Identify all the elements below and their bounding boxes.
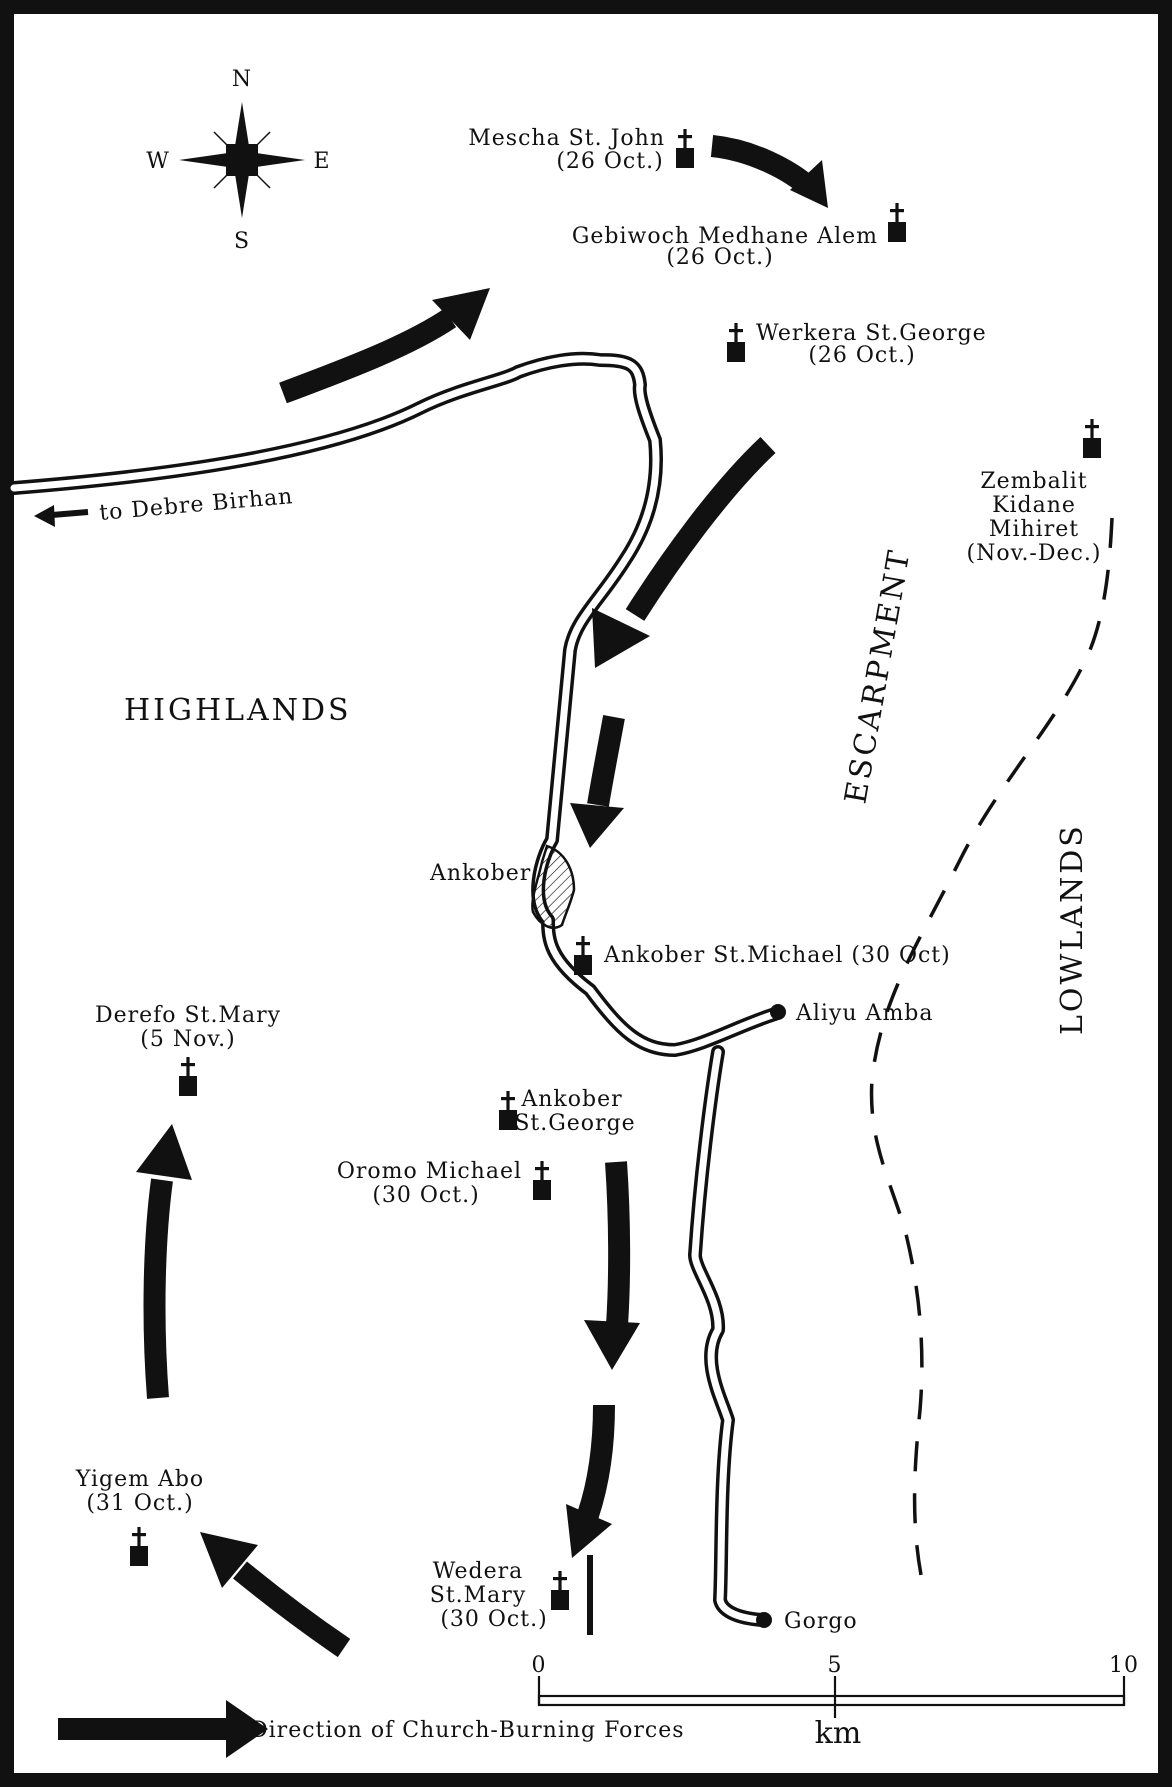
legend-arrow-icon (58, 1700, 268, 1758)
church-icon (888, 203, 906, 242)
scale-tick-10: 10 (1109, 1653, 1139, 1678)
arrow-werkera-south (592, 436, 776, 668)
church-label: St.George (514, 1111, 635, 1136)
church-icon (130, 1527, 148, 1566)
arrow-toward-wedera-1 (584, 1161, 640, 1370)
arrow-toward-wedera-2 (566, 1404, 615, 1558)
church-icon (574, 936, 592, 975)
church-label: Kidane (992, 493, 1076, 518)
to-debre-birhan-pointer (34, 505, 89, 527)
church-label: Mescha St. John (468, 126, 665, 151)
arrow-debre-birhan-to-north (279, 288, 490, 404)
compass-rose: N S E W (146, 67, 330, 254)
church-date: (Nov.-Dec.) (967, 541, 1102, 566)
church-date: (5 Nov.) (140, 1027, 235, 1052)
lowlands-label: LOWLANDS (1055, 823, 1090, 1035)
ankober-label: Ankober (429, 861, 531, 886)
arrow-yigem-to-derefo (136, 1124, 192, 1399)
legend-label: Direction of Church-Burning Forces (250, 1718, 685, 1743)
church-label: Yigem Abo (75, 1467, 204, 1492)
church-date: (31 Oct.) (86, 1491, 193, 1516)
church-label: Ankober St.Michael (30 Oct) (603, 943, 951, 968)
church-label: Ankober (520, 1087, 622, 1112)
church-label: Mihiret (989, 517, 1079, 542)
ankober-town-area (531, 844, 576, 929)
road-to-gorgo (688, 1045, 769, 1627)
highlands-label: HIGHLANDS (124, 693, 352, 728)
church-label: St.Mary (430, 1583, 527, 1608)
scale-unit: km (815, 1716, 862, 1751)
arrow-wedera-to-yigem (200, 1532, 351, 1658)
church-date: (30 Oct.) (372, 1183, 479, 1208)
church-label: Oromo Michael (337, 1159, 522, 1184)
compass-south: S (234, 229, 250, 254)
place-label: Aliyu Amba (795, 1001, 934, 1026)
church-label: Gebiwoch Medhane Alem (572, 224, 878, 249)
road-main (7, 351, 782, 1057)
arrow-mescha-to-gebiwoch (710, 135, 828, 208)
church-icon (727, 323, 745, 362)
church-date: (26 Oct.) (808, 343, 915, 368)
compass-west: W (146, 149, 170, 174)
escarpment-label: ESCARPMENT (838, 546, 917, 807)
scale-bar (537, 1676, 1126, 1718)
wedera-marker-bar (587, 1555, 593, 1635)
compass-east: E (313, 149, 330, 174)
church-label: Derefo St.Mary (95, 1003, 281, 1028)
place-label: Gorgo (784, 1609, 858, 1634)
church-date: (26 Oct.) (666, 245, 773, 270)
church-label: Wedera (433, 1559, 524, 1584)
gorgo-dot (756, 1612, 772, 1628)
scale-tick-0: 0 (532, 1653, 547, 1678)
escarpment-line (869, 517, 1114, 1581)
arrow-toward-ankober (570, 715, 625, 848)
church-label: Werkera St.George (756, 321, 987, 346)
church-icon (551, 1571, 569, 1610)
church-icon (179, 1057, 197, 1096)
aliyu-amba-dot (770, 1004, 786, 1020)
church-date: (26 Oct.) (556, 149, 663, 174)
church-icon (1083, 419, 1101, 458)
church-icon (676, 129, 694, 168)
road-label: to Debre Birhan (98, 484, 294, 526)
church-icon (533, 1161, 551, 1200)
church-label: Zembalit (980, 469, 1087, 494)
scale-tick-5: 5 (828, 1653, 843, 1678)
compass-north: N (232, 67, 252, 92)
church-date: (30 Oct.) (440, 1607, 547, 1632)
